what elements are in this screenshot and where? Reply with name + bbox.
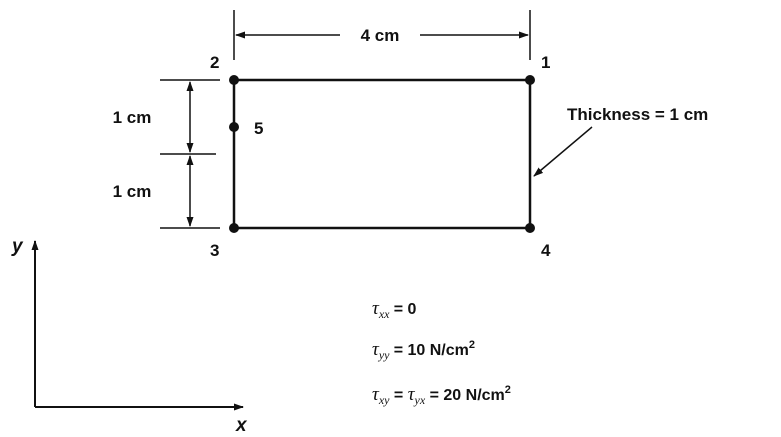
node-1-label: 1 — [541, 53, 550, 72]
upper-height-label: 1 cm — [113, 108, 152, 127]
stress-tau-xy: τxy = τyx = 20 N/cm2 — [372, 384, 511, 407]
plate-rectangle — [232, 78, 532, 230]
node-5-dot — [229, 122, 239, 132]
node-3-label: 3 — [210, 241, 219, 260]
y-axis-label: y — [11, 236, 24, 257]
thickness-pointer-arrow — [533, 126, 593, 177]
node-2-dot — [229, 75, 239, 85]
node-4-dot — [525, 223, 535, 233]
thickness-label: Thickness = 1 cm — [567, 105, 708, 124]
node-1-dot — [525, 75, 535, 85]
stress-tau-xx: τxx = 0 — [372, 298, 417, 321]
stress-tau-yy: τyy = 10 N/cm2 — [372, 339, 475, 362]
node-3-dot — [229, 223, 239, 233]
width-dimension-label: 4 cm — [361, 26, 400, 45]
lower-height-label: 1 cm — [113, 182, 152, 201]
node-5-label: 5 — [254, 119, 263, 138]
x-axis-label: x — [235, 415, 248, 436]
node-4-label: 4 — [541, 241, 551, 260]
node-2-label: 2 — [210, 53, 219, 72]
